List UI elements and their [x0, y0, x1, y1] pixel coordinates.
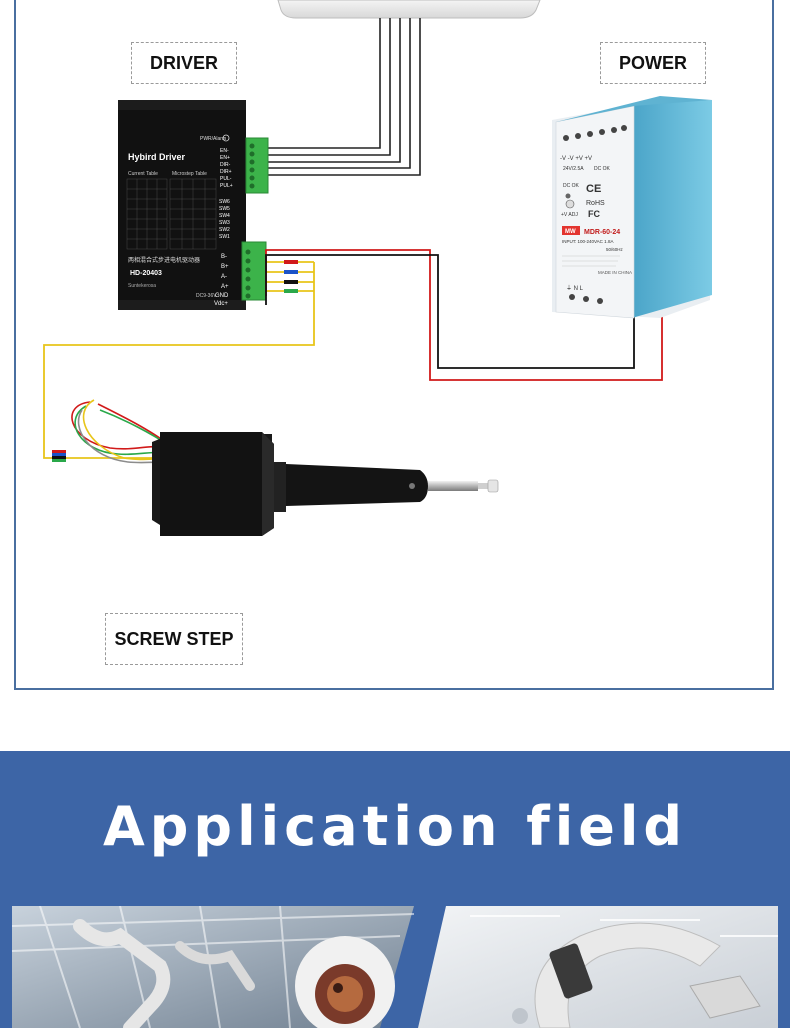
pin-sw6: SW6 — [219, 199, 230, 205]
photo-medical-equipment — [418, 906, 778, 1028]
power-wires — [265, 249, 663, 381]
section-title: Application field — [102, 795, 688, 858]
driver-model: HD-20403 — [130, 270, 162, 277]
driver-brand-line: Hybird Driver — [128, 152, 186, 162]
psu-terminals-top: -V -V +V +V — [560, 156, 592, 162]
pin-b-plus: B+ — [221, 264, 229, 270]
driver-label: DRIVER — [131, 42, 237, 84]
controller-unit — [277, 0, 541, 19]
photo-industrial-robot — [11, 906, 415, 1028]
pin-pul-minus: PUL- — [220, 176, 232, 182]
driver-terminal-bottom — [241, 241, 267, 301]
psu-fc: FC — [588, 209, 600, 219]
pin-en-plus: EN+ — [220, 155, 230, 161]
pin-a-plus: A+ — [221, 284, 229, 290]
application-photos — [11, 906, 778, 1028]
motor-lead-connector — [52, 450, 66, 462]
pin-gnd: GND — [215, 293, 229, 299]
pin-dir-minus: DIR- — [220, 162, 231, 168]
driver-current-table: Current Table — [128, 171, 158, 177]
psu-dc-ok-top: DC OK — [594, 166, 611, 172]
pin-sw1: SW1 — [219, 234, 230, 240]
pin-pul-plus: PUL+ — [220, 183, 233, 189]
psu-terminals-bottom: ⏚ N L — [566, 285, 584, 292]
driver-tables — [126, 178, 217, 250]
pin-sw5: SW5 — [219, 206, 230, 212]
psu-dc-ok-left: DC OK — [563, 183, 580, 189]
driver-terminal-top — [245, 137, 269, 194]
psu-origin: MADE IN CHINA — [598, 270, 632, 275]
pin-sw2: SW2 — [219, 227, 230, 233]
psu-rohs: RoHS — [586, 200, 605, 207]
pwr-led-icon — [222, 134, 230, 142]
wire-color-markers — [284, 260, 298, 293]
wiring-diagram: Hybird Driver PWR/Alarm Current Table Mi… — [43, 0, 712, 536]
psu-freq: 50/60Hz — [606, 247, 624, 252]
pin-b-minus: B- — [221, 254, 227, 260]
driver-maker: Suntekerosa — [128, 283, 156, 289]
pin-en-minus: EN- — [220, 148, 229, 154]
pin-vdc: Vdc+ — [214, 301, 228, 307]
diagram-frame — [14, 0, 774, 690]
screw-icon — [409, 483, 415, 489]
psu-rating: 24V/2.5A — [563, 166, 584, 172]
psu-adj-knob-icon — [565, 199, 575, 209]
psu-led-icon — [565, 193, 571, 199]
pin-a-minus: A- — [221, 274, 227, 280]
psu-badge: MW — [565, 229, 576, 235]
psu-adj: +V ADJ — [561, 212, 578, 218]
driver-chinese-name: 两相混合式步进电机驱动器 — [128, 256, 200, 264]
pin-sw4: SW4 — [219, 213, 230, 219]
signal-wires — [268, 18, 421, 176]
driver-voltage: DC9-36V — [196, 293, 217, 299]
driver-power-label: PWR/Alarm — [200, 136, 226, 142]
power-supply: -V -V +V +V 24V/2.5A DC OK DC OK CE RoHS… — [552, 96, 712, 319]
power-label: POWER — [600, 42, 706, 84]
pin-dir-plus: DIR+ — [220, 169, 232, 175]
screw-step-label: SCREW STEP — [105, 613, 243, 665]
psu-model: MDR-60-24 — [584, 229, 620, 236]
psu-ce: CE — [586, 183, 601, 195]
screw-step-motor — [152, 432, 499, 536]
pin-sw3: SW3 — [219, 220, 230, 226]
psu-badge-icon — [562, 226, 580, 235]
driver-device: Hybird Driver PWR/Alarm Current Table Mi… — [118, 100, 269, 310]
driver-microstep-table: Microstep Table — [172, 171, 207, 177]
psu-input: INPUT: 100-240VAC 1.8A — [562, 239, 613, 244]
